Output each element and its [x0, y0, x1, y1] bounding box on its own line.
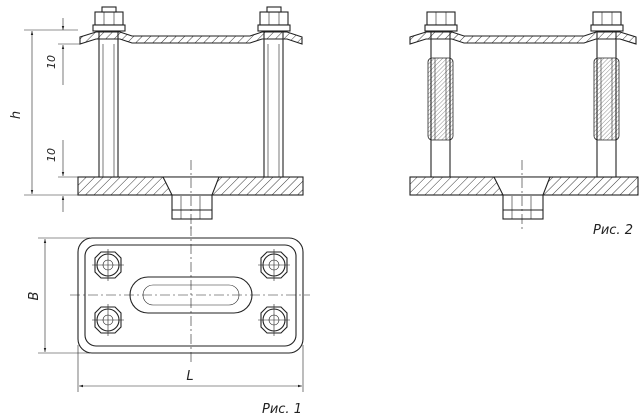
fig2-sleeve-right [593, 57, 620, 141]
dim-top-gap-label: 10 [45, 55, 58, 69]
nut-top-left [92, 6, 126, 32]
stud-right [263, 29, 284, 178]
dimension-h: h [9, 29, 78, 196]
plan-nut-bottom-right [258, 304, 290, 336]
stud-left [98, 29, 119, 178]
dimension-top-gap: 10 [45, 18, 80, 85]
dimension-B: B [27, 237, 90, 354]
plan-nut-top-right [258, 249, 290, 281]
plan-nut-bottom-left [92, 304, 124, 336]
nut-top-right [257, 6, 291, 32]
dim-bottom-gap-label: 10 [45, 148, 58, 162]
fig2-caption: Рис. 2 [593, 223, 633, 238]
fig2-sleeve-left [427, 57, 454, 141]
plan-base-outline [77, 237, 304, 354]
fig1-caption: Рис. 1 [262, 402, 302, 417]
top-clamp-plate [79, 31, 303, 45]
dimension-L: L [77, 345, 304, 392]
plan-clamp-outline [84, 244, 297, 347]
plan-nut-top-left [92, 249, 124, 281]
fig2-top-clamp-plate [409, 31, 637, 45]
fig2-front-view: Рис. 2 [409, 11, 639, 238]
dimension-bottom-gap: 10 [45, 140, 78, 212]
fig1-front-view: h 10 10 [9, 6, 304, 230]
fig2-nut-top-right [590, 11, 624, 32]
fig2-nut-top-left [424, 11, 458, 32]
dim-L-label: L [186, 369, 193, 384]
dim-B-label: B [27, 291, 42, 300]
fig1-plan-view: B L Рис. 1 [27, 226, 310, 417]
dim-h-label: h [9, 111, 24, 119]
